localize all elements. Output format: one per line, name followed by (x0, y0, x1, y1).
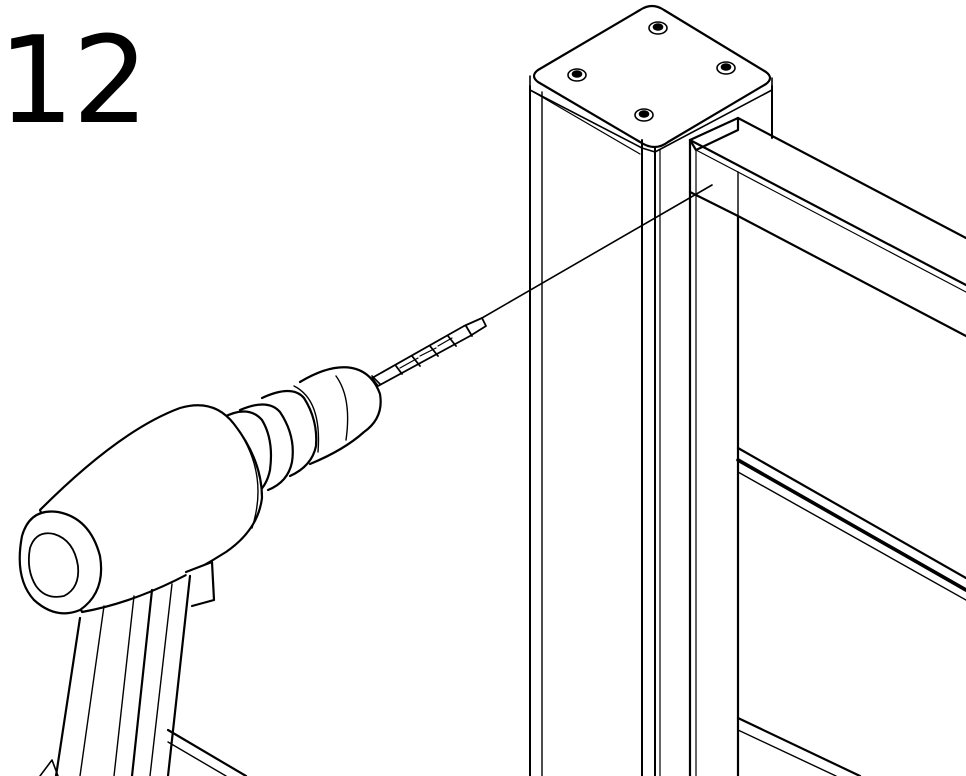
screw-icon (568, 22, 735, 121)
rail-icon (690, 118, 966, 776)
leader-line (482, 185, 712, 318)
drill-icon (20, 367, 381, 776)
lower-rail-icon (738, 448, 966, 776)
drill-bit-icon (372, 318, 486, 386)
step-number: 12 (0, 12, 149, 151)
post-icon (530, 86, 772, 776)
post-cap-icon (530, 6, 772, 154)
